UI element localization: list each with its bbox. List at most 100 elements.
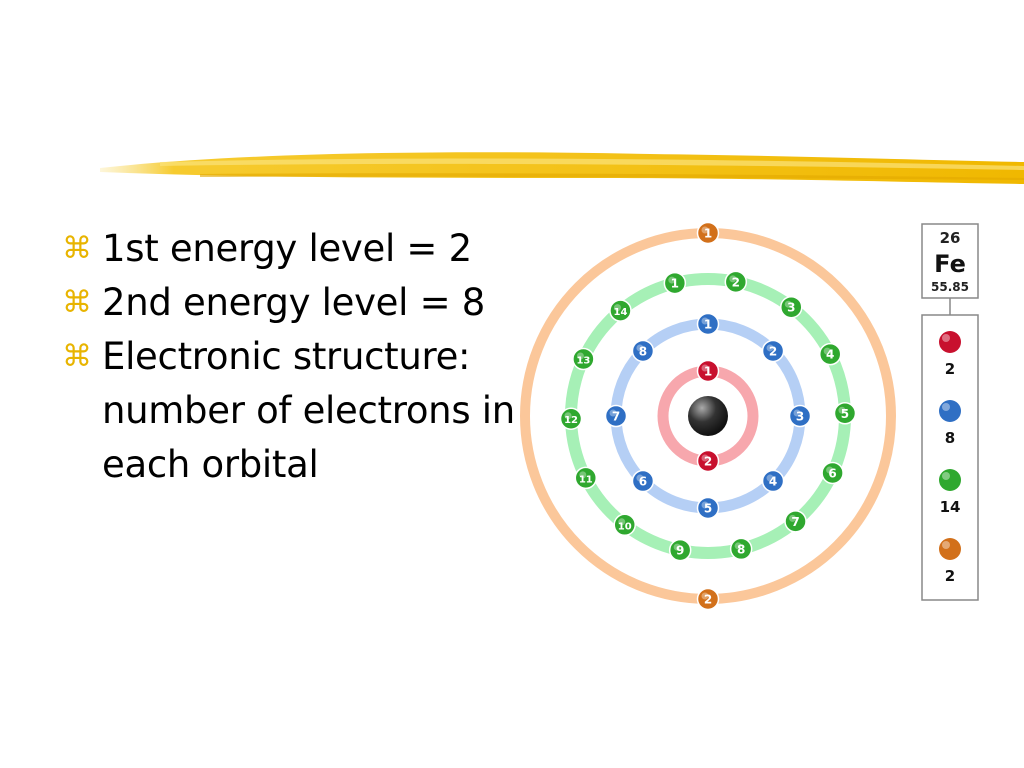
bullet-text-line: Electronic structure: <box>102 335 471 378</box>
electron: 2 <box>761 339 785 363</box>
shell-2-legend-dot <box>939 400 961 422</box>
bullet-item: ⌘ 2nd energy level = 8 <box>62 276 582 330</box>
electron-number: 1 <box>704 365 712 379</box>
atomic-mass: 55.85 <box>931 280 969 294</box>
bullet-item: ⌘ 1st energy level = 2 <box>62 222 582 276</box>
bullet-item: ⌘ Electronic structure: number of electr… <box>62 330 582 492</box>
legend-dot-highlight <box>942 472 950 480</box>
bullet-text-line: each orbital <box>102 443 319 486</box>
electron-dot <box>818 342 842 366</box>
electron-number: 2 <box>704 593 712 607</box>
shell-3-legend-dot <box>939 469 961 491</box>
electron: 9 <box>668 538 692 562</box>
electron: 1 <box>696 312 720 336</box>
electron-dot <box>761 469 785 493</box>
electron: 6 <box>631 469 655 493</box>
electron-dot <box>696 449 720 473</box>
electron: 5 <box>833 402 857 425</box>
electron-highlight <box>734 542 742 550</box>
electron-highlight <box>729 275 737 283</box>
electron-number: 2 <box>732 275 740 289</box>
electron-highlight <box>826 466 834 474</box>
electron-dot <box>574 466 598 490</box>
electron-highlight <box>636 474 644 482</box>
electron-dot <box>788 404 812 428</box>
electron-dot <box>613 513 636 537</box>
electron-number: 5 <box>704 502 712 516</box>
electron: 8 <box>631 339 655 363</box>
electron-number: 6 <box>828 466 836 480</box>
electron-highlight <box>701 454 709 462</box>
electron-dot <box>631 339 655 363</box>
electron-highlight <box>613 304 621 312</box>
electron-dot <box>833 402 857 425</box>
electron-highlight <box>673 543 681 551</box>
electron-highlight <box>823 347 831 355</box>
electron: 4 <box>818 342 842 366</box>
electron-dot <box>821 461 844 485</box>
electron-highlight <box>701 501 709 509</box>
electron-number: 3 <box>796 410 804 424</box>
electron-dot <box>609 299 632 322</box>
electron-number: 12 <box>564 415 578 426</box>
electron-highlight <box>564 412 572 420</box>
electron-number: 4 <box>769 475 777 489</box>
electron-highlight <box>701 226 709 234</box>
electron-number: 3 <box>787 301 795 315</box>
electron-dot <box>696 312 720 336</box>
electron-number: 7 <box>612 410 620 424</box>
electron-number: 9 <box>676 544 684 558</box>
bullet-text-line: number of electrons in <box>102 389 515 432</box>
electron-dot <box>668 538 692 562</box>
electron-highlight <box>609 409 617 417</box>
electron-dot <box>572 347 595 371</box>
legend-dot-highlight <box>942 334 950 342</box>
electron-dot <box>780 295 803 319</box>
electron: 2 <box>696 587 720 611</box>
bullet-marker-icon: ⌘ <box>62 231 92 266</box>
electron-number: 5 <box>841 407 849 421</box>
electron-dot <box>696 359 720 383</box>
electron-dot <box>604 404 628 428</box>
electron-dot <box>729 537 753 561</box>
shell-4-legend-dot <box>939 538 961 560</box>
element-symbol: Fe <box>934 250 966 278</box>
electron-number: 7 <box>791 515 799 529</box>
shell-1-legend-count: 2 <box>945 360 955 378</box>
electron-dot <box>761 339 785 363</box>
electron: 8 <box>729 537 753 561</box>
electron-dot <box>696 496 720 520</box>
electron: 13 <box>572 347 595 371</box>
electron-highlight <box>618 518 626 526</box>
bullet-text: 2nd energy level = 8 <box>102 281 485 324</box>
electron: 3 <box>788 404 812 428</box>
electron-number: 1 <box>704 227 712 241</box>
electron-highlight <box>793 409 801 417</box>
electron: 14 <box>609 299 632 322</box>
electron-number: 4 <box>826 348 834 362</box>
electron-highlight <box>701 592 709 600</box>
electron-number: 14 <box>614 307 628 318</box>
atomic-number: 26 <box>940 229 961 247</box>
shell-3-legend-count: 14 <box>940 498 961 516</box>
electron-dot <box>696 221 720 245</box>
electron-highlight <box>766 474 774 482</box>
electron-highlight <box>636 344 644 352</box>
bullet-list: ⌘ 1st energy level = 2 ⌘ 2nd energy leve… <box>62 222 582 492</box>
electron-number: 1 <box>704 318 712 332</box>
electron-highlight <box>579 471 587 479</box>
nucleus <box>688 396 728 436</box>
electron: 7 <box>604 404 628 428</box>
electron: 5 <box>696 496 720 520</box>
electron-number: 8 <box>737 542 745 556</box>
electron-number: 10 <box>618 521 632 532</box>
electron-dot <box>663 271 687 295</box>
electron-highlight <box>701 317 709 325</box>
electron-number: 8 <box>639 344 647 358</box>
electron-number: 11 <box>579 474 593 485</box>
electron-highlight <box>838 406 846 414</box>
electron: 2 <box>724 270 748 294</box>
bullet-text: 1st energy level = 2 <box>102 227 472 270</box>
